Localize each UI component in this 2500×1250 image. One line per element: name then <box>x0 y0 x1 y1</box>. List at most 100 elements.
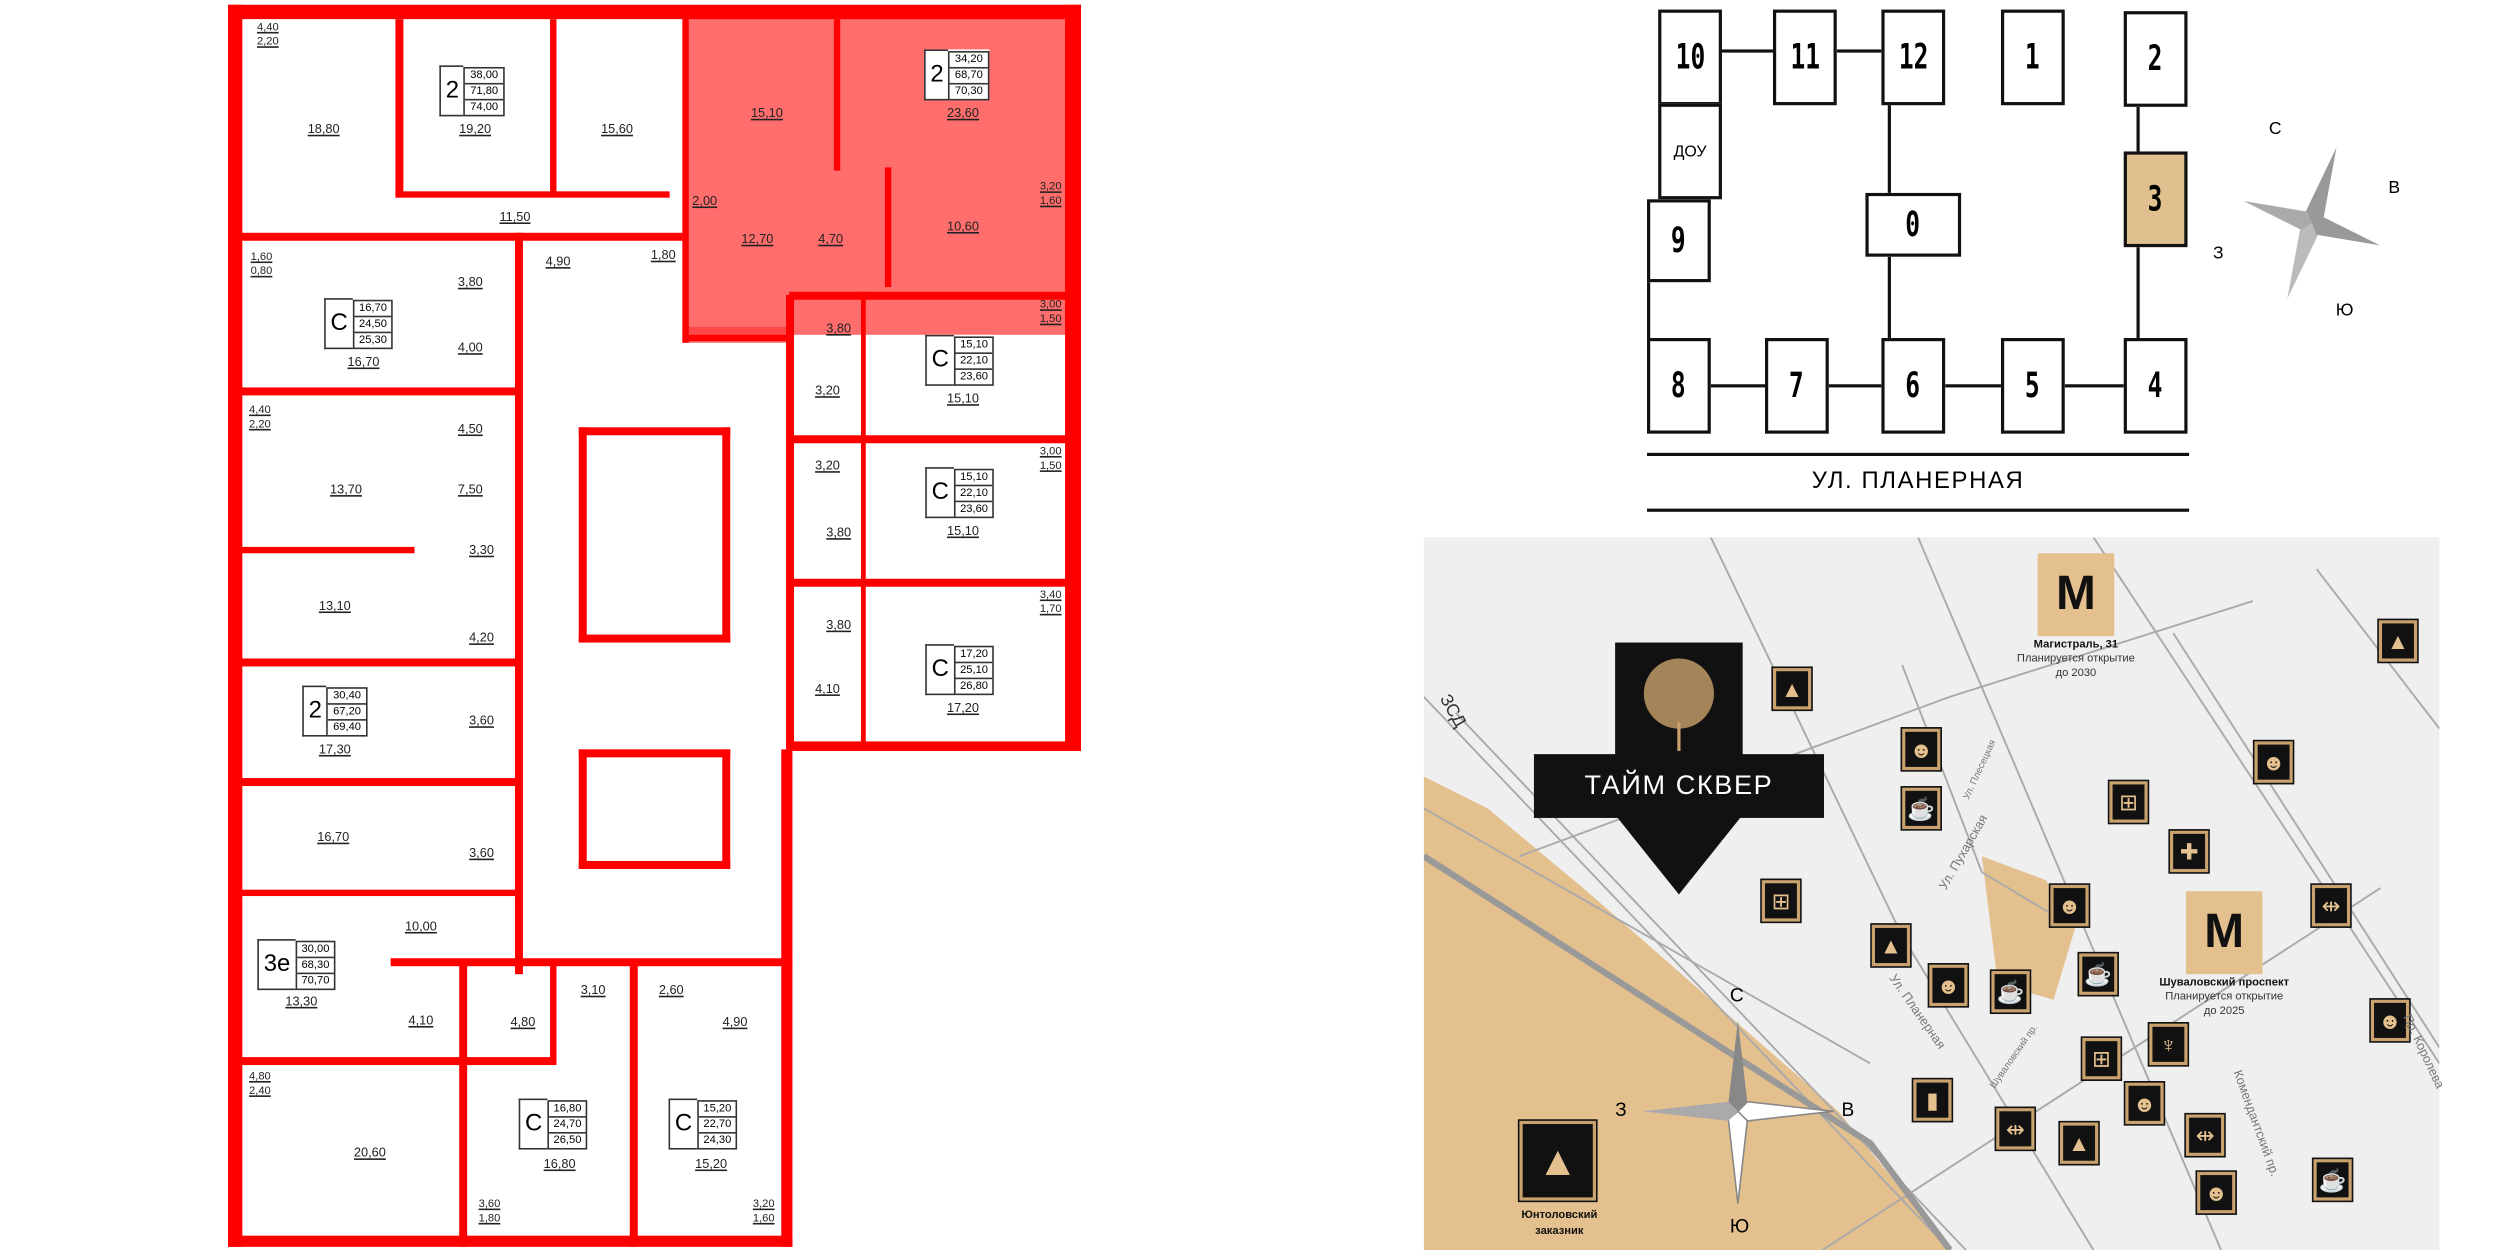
balcony-area: 3,40 <box>1039 589 1062 602</box>
scheme-line <box>1647 282 1651 339</box>
school-icon[interactable]: ▲ <box>1771 666 1813 712</box>
total-area: 67,20 <box>328 704 366 720</box>
balcony-area: 3,20 <box>1039 181 1062 193</box>
apartment-type: С <box>925 334 954 386</box>
section-box-8[interactable]: 8 <box>1647 338 1711 434</box>
section-box-2[interactable]: 2 <box>2123 11 2188 107</box>
school-icon[interactable]: ▲ <box>1870 923 1912 968</box>
section-box-ДОУ[interactable]: ДОУ <box>1658 103 1722 200</box>
section-box-selected[interactable]: 3 <box>2123 151 2188 248</box>
scheme-line <box>1647 508 2190 512</box>
wall <box>789 291 1082 300</box>
wall <box>227 1235 793 1247</box>
room-area-label: 3,20 <box>815 383 840 398</box>
section-box-12[interactable]: 12 <box>1881 9 1946 106</box>
section-box-0[interactable]: 0 <box>1865 192 1962 257</box>
dumbbell-icon[interactable]: ⇹ <box>1994 1106 2037 1152</box>
first-aid-icon[interactable]: ⊞ <box>1760 878 1802 924</box>
selected-apartment-highlight[interactable] <box>682 7 1072 335</box>
cup-icon[interactable]: ☕ <box>1989 969 2032 1015</box>
cup-icon[interactable]: ☕ <box>1900 786 1942 831</box>
first-aid-icon[interactable]: ⊞ <box>2080 1036 2123 1082</box>
smiley-icon[interactable]: ☻ <box>1927 963 1970 1008</box>
plus-icon[interactable]: ✚ <box>2168 829 2210 874</box>
total-area: 22,10 <box>955 353 993 370</box>
total-area: 24,50 <box>354 316 392 333</box>
balcony-area-label: 3,40 1,70 <box>1040 588 1062 617</box>
room-area-label: 15,60 <box>601 121 634 137</box>
balcony-area: 4,40 <box>256 22 279 34</box>
metro-when: до 2025 <box>2203 1006 2245 1018</box>
cup-icon[interactable]: ☕ <box>2077 951 2119 997</box>
first-aid-icon[interactable]: ⊞ <box>2107 779 2150 825</box>
balcony-reduced-area: 1,50 <box>1039 314 1062 326</box>
section-box-1[interactable]: 1 <box>2000 9 2065 106</box>
room-area-label: 3,20 <box>815 458 840 473</box>
section-box-7[interactable]: 7 <box>1765 338 1829 434</box>
cup-icon[interactable]: ☕ <box>2311 1157 2354 1203</box>
smiley-icon[interactable]: ☻ <box>2369 998 2411 1043</box>
section-box-5[interactable]: 5 <box>2000 338 2065 434</box>
smiley-icon[interactable]: ☻ <box>2123 1081 2166 1126</box>
smiley-icon[interactable]: ☻ <box>2048 883 2091 928</box>
balcony-reduced-area: 1,70 <box>1039 604 1062 616</box>
metro-icon[interactable]: M <box>2185 891 2263 975</box>
section-box-11[interactable]: 11 <box>1772 9 1837 106</box>
dumbbell-icon[interactable]: ⇹ <box>2184 1112 2226 1158</box>
total-area: 25,10 <box>955 662 993 679</box>
tulip-icon[interactable]: ♆ <box>2147 1022 2190 1067</box>
wall <box>514 232 523 975</box>
metro-icon[interactable]: M <box>2037 553 2115 637</box>
school-icon[interactable]: ▲ <box>2377 618 2419 664</box>
smiley-icon[interactable]: ☻ <box>2195 1170 2237 1215</box>
smiley-icon[interactable]: ☻ <box>1900 727 1942 772</box>
total-area: 68,70 <box>950 68 988 84</box>
wall <box>789 435 1082 444</box>
section-box-9[interactable]: 9 <box>1647 199 1711 283</box>
living-area: 34,20 <box>950 52 988 68</box>
room-area-label: 17,30 <box>318 742 351 757</box>
section-label: 11 <box>1790 37 1820 78</box>
apartment-type: 2 <box>439 65 464 117</box>
living-area: 30,40 <box>328 688 366 704</box>
school-icon[interactable]: ▲ <box>2058 1120 2100 1166</box>
compass-w-label: З <box>2213 243 2224 264</box>
scheme-line <box>1836 49 1882 53</box>
section-label: 12 <box>1898 37 1929 78</box>
room-area-label: 3,80 <box>826 617 852 633</box>
balcony-reduced-area: 1,60 <box>1039 196 1062 208</box>
scheme-line <box>1887 256 1891 339</box>
smiley-icon[interactable]: ☻ <box>2252 739 2295 785</box>
room-area-label: 4,50 <box>457 421 483 437</box>
room-area-label: 15,10 <box>947 391 979 406</box>
total-area-with-balcony: 23,60 <box>960 370 989 382</box>
section-box-4[interactable]: 4 <box>2123 338 2188 434</box>
section-box-6[interactable]: 6 <box>1881 338 1946 434</box>
wall <box>395 19 404 195</box>
wall <box>789 578 1082 587</box>
section-label: 3 <box>2148 179 2164 220</box>
balcony-area: 1,60 <box>250 251 273 264</box>
total-area: 24,70 <box>548 1117 587 1133</box>
room-area-label: 16,70 <box>317 829 350 845</box>
wall <box>578 427 587 643</box>
section-box-10[interactable]: 10 <box>1658 9 1722 106</box>
room-area-label: 7,50 <box>457 482 483 497</box>
dumbbell-icon[interactable]: ⇹ <box>2310 883 2352 928</box>
bag-icon[interactable]: ▮ <box>1911 1077 1954 1123</box>
